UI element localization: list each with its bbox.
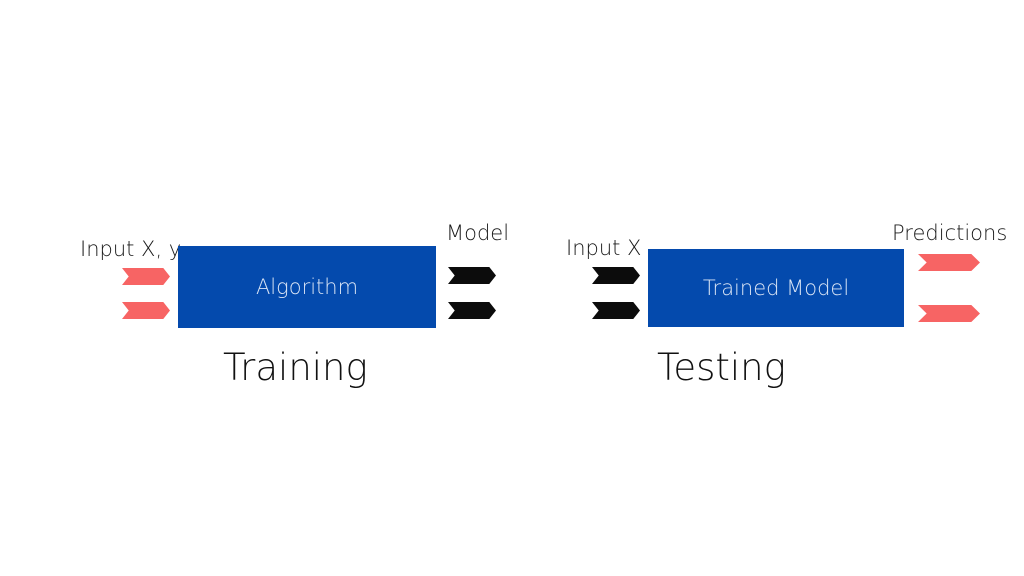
training-input-arrow-top [122,268,170,285]
predictions-arrow-top [918,254,980,271]
testing-input-arrow-top [592,267,640,284]
training-input-arrow-bottom [122,302,170,319]
trained-model-box-label: Trained Model [702,276,850,300]
training-input-label: Input X, y [80,237,182,261]
testing-input-label: Input X [566,236,642,260]
model-output-arrow-bottom [448,302,496,319]
algorithm-box: Algorithm [178,246,436,328]
testing-stage-title: Testing [657,346,786,389]
training-output-label: Model [446,221,510,245]
trained-model-box: Trained Model [648,249,904,327]
predictions-label: Predictions [892,221,1008,245]
model-output-arrow-top [448,267,496,284]
predictions-arrow-bottom [918,305,980,322]
testing-input-arrow-bottom [592,302,640,319]
training-stage-title: Training [223,346,368,389]
algorithm-box-label: Algorithm [255,275,359,299]
